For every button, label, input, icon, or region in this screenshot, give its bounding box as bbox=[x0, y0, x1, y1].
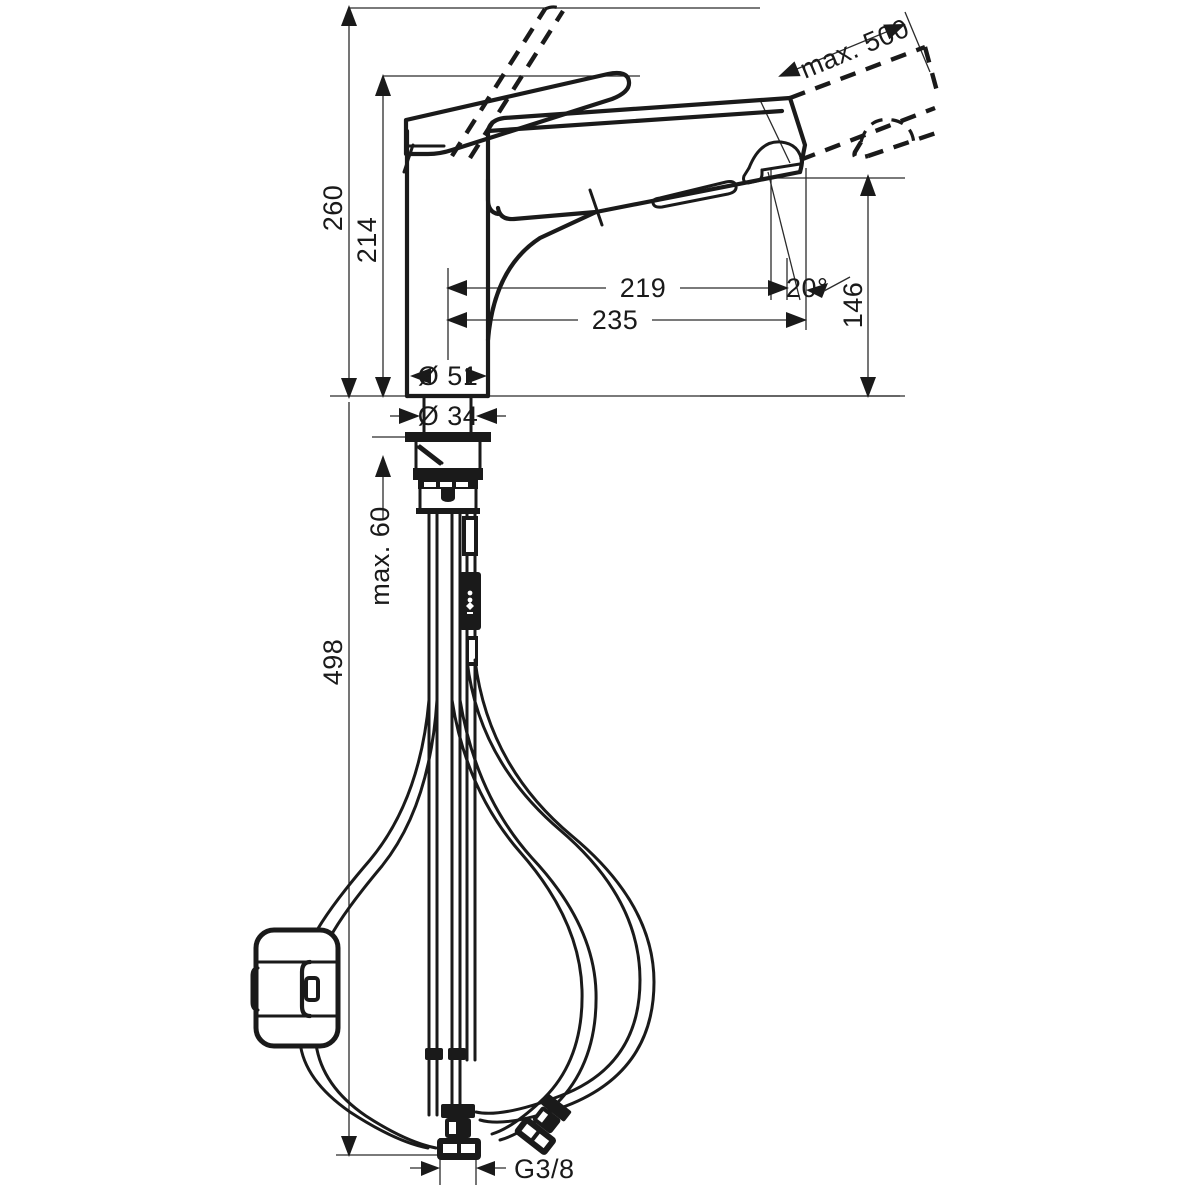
dimension-219: 219 bbox=[446, 273, 789, 303]
dimension-g38: G3/8 bbox=[410, 1138, 575, 1185]
dimension-label-20-deg: 20° bbox=[786, 273, 828, 303]
faucet-body-column bbox=[404, 128, 491, 399]
supply-hose-left bbox=[298, 698, 439, 1150]
lever-handle-open-dashed bbox=[450, 5, 565, 160]
dimension-label-146: 146 bbox=[838, 282, 868, 329]
brand-logo-glyph bbox=[466, 590, 474, 614]
dimension-146: 146 bbox=[838, 174, 876, 398]
dimension-214: 214 bbox=[352, 74, 391, 398]
dimension-label-g38: G3/8 bbox=[514, 1154, 575, 1184]
supply-connector-left bbox=[437, 1104, 481, 1160]
dimension-label-260: 260 bbox=[318, 185, 348, 232]
dimension-label-219: 219 bbox=[620, 273, 667, 303]
extension-lines bbox=[330, 7, 905, 1156]
spray-head-extended-dashed bbox=[789, 44, 941, 163]
dimension-diameter-34: Ø 34 bbox=[390, 401, 506, 431]
hose-brand-sleeve bbox=[459, 516, 481, 666]
dimension-235: 235 bbox=[446, 305, 807, 335]
dimension-max-60: max. 60 bbox=[365, 455, 395, 606]
dimension-label-235: 235 bbox=[592, 305, 639, 335]
dimension-max-500: max. 500 bbox=[759, 11, 931, 164]
fixing-nut bbox=[413, 468, 483, 514]
dimension-diameter-51: Ø 51 bbox=[410, 361, 487, 391]
dimension-angle-20: 20° bbox=[767, 171, 851, 303]
dimension-label-diameter-51: Ø 51 bbox=[418, 361, 479, 391]
hose-mid-collar bbox=[425, 1048, 466, 1060]
dimension-label-max-60: max. 60 bbox=[365, 506, 395, 606]
dimension-498: 498 bbox=[318, 402, 357, 1157]
spray-head bbox=[742, 95, 808, 185]
pull-out-spout bbox=[485, 95, 803, 343]
dimension-label-498: 498 bbox=[318, 639, 348, 686]
hose-counterweight bbox=[250, 927, 341, 1049]
supply-connector-right bbox=[514, 1094, 572, 1155]
dimension-label-diameter-34: Ø 34 bbox=[418, 401, 479, 431]
dimension-260: 260 bbox=[318, 5, 357, 399]
dimension-label-214: 214 bbox=[352, 217, 382, 264]
